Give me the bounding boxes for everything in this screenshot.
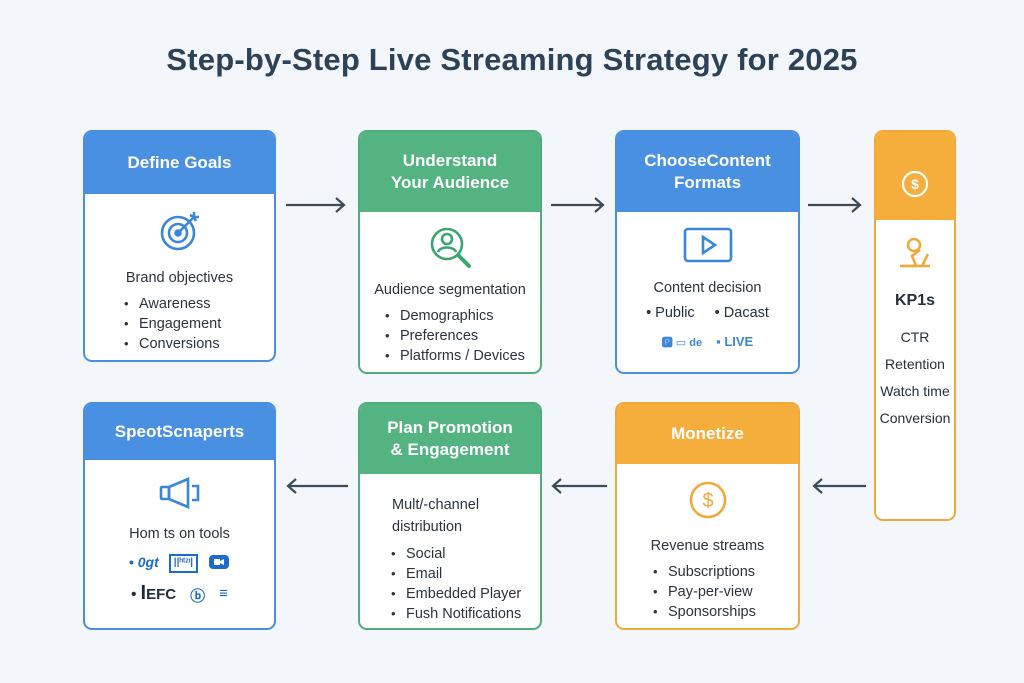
bullet-list: Demographics Preferences Platforms / Dev… <box>385 306 540 366</box>
person-search-icon <box>360 224 540 270</box>
megaphone-icon <box>85 476 274 512</box>
card-monetize: Monetize $ Revenue streams Subscriptions… <box>615 402 800 630</box>
list-item: Email <box>391 564 540 584</box>
tool-logo: ≡ <box>219 585 228 602</box>
page-title: Step-by-Step Live Streaming Strategy for… <box>166 42 858 77</box>
card-subtitle: Revenue streams <box>650 538 765 554</box>
kpi-item: Retention <box>885 356 945 372</box>
card-header: ChooseContent Formats <box>617 132 798 212</box>
tool-logo: ⓑ <box>190 588 206 605</box>
tool-logo: • ꟾEFC <box>131 586 177 603</box>
kpi-item: CTR <box>900 329 930 345</box>
list-item: Demographics <box>385 306 540 326</box>
option-public: • Public <box>646 305 695 321</box>
tool-logos-row: • 0gt ||ʰᵗᶻᶦ| <box>85 554 274 573</box>
dollar-coin-icon: $ <box>617 480 798 520</box>
card-header: Understand Your Audience <box>360 132 540 212</box>
card-understand-audience: Understand Your Audience Audience segmen… <box>358 130 542 374</box>
list-item: Awareness <box>124 294 274 314</box>
card-subtitle: Hom ts on tools <box>129 526 230 542</box>
option-dacast: • Dacast <box>714 305 769 321</box>
card-subtitle: Brand objectives <box>125 270 234 286</box>
list-item: Fush Notifications <box>391 604 540 624</box>
bullet-list: Subscriptions Pay-per-view Sponsorships <box>653 562 798 622</box>
arrow-left-icon <box>286 478 348 494</box>
list-item: Social <box>391 544 540 564</box>
kpi-item: Watch time <box>880 383 950 399</box>
card-header: Monetize <box>617 404 798 464</box>
zoom-camera-icon <box>208 554 230 573</box>
platform-badges: 🅿 ▭ de ▪ LIVE <box>617 334 798 350</box>
arrow-right-icon <box>808 197 862 213</box>
list-item: Subscriptions <box>653 562 798 582</box>
list-item: Sponsorships <box>653 602 798 622</box>
option-row: • Public • Dacast <box>617 305 798 321</box>
arrow-right-icon <box>551 197 605 213</box>
bullet-list: Awareness Engagement Conversions <box>124 294 274 354</box>
card-header: SpeotScnaperts <box>85 404 274 460</box>
arrow-left-icon <box>551 478 607 494</box>
arrow-right-icon <box>286 197 346 213</box>
list-item: Embedded Player <box>391 584 540 604</box>
card-tools: SpeotScnaperts Hom ts on tools • 0gt ||ʰ… <box>83 402 276 630</box>
card-header: $ <box>876 132 954 220</box>
kpi-item: Conversion <box>879 410 951 426</box>
card-define-goals: Define Goals Brand objectives Awareness … <box>83 130 276 362</box>
svg-text:$: $ <box>911 176 919 192</box>
dollar-icon: $ <box>900 147 930 205</box>
card-subtitle: Content decision <box>653 280 762 296</box>
kpi-list: CTR Retention Watch time Conversion <box>876 324 954 432</box>
svg-text:$: $ <box>702 490 713 512</box>
card-choose-content-formats: ChooseContent Formats Content decision •… <box>615 130 800 374</box>
tool-logos-row: • ꟾEFC ⓑ ≡ <box>85 585 274 606</box>
bullet-list: Social Email Embedded Player Fush Notifi… <box>391 544 540 624</box>
arrow-left-icon <box>812 478 866 494</box>
card-subtitle: Audience segmentation <box>374 282 526 298</box>
list-item: Pay-per-view <box>653 582 798 602</box>
list-item: Conversions <box>124 334 274 354</box>
platform-badge: 🅿 ▭ de <box>661 337 703 349</box>
card-subtitle: Mult/-channel distribution <box>392 497 480 535</box>
list-item: Engagement <box>124 314 274 334</box>
card-kpis: $ KP1s CTR Retention Watch time Conversi… <box>874 130 956 521</box>
kpi-label: KP1s <box>894 292 936 309</box>
video-play-icon <box>617 226 798 266</box>
card-header: Define Goals <box>85 132 274 194</box>
tool-logo: • 0gt <box>128 554 159 570</box>
list-item: Platforms / Devices <box>385 346 540 366</box>
card-header: Plan Promotion & Engagement <box>360 404 540 474</box>
target-icon <box>85 208 274 254</box>
card-plan-promotion: Plan Promotion & Engagement Mult/-channe… <box>358 402 542 630</box>
chart-person-icon <box>876 236 954 270</box>
tool-logo: ||ʰᵗᶻᶦ| <box>168 554 199 573</box>
live-badge: ▪ LIVE <box>716 334 754 349</box>
list-item: Preferences <box>385 326 540 346</box>
